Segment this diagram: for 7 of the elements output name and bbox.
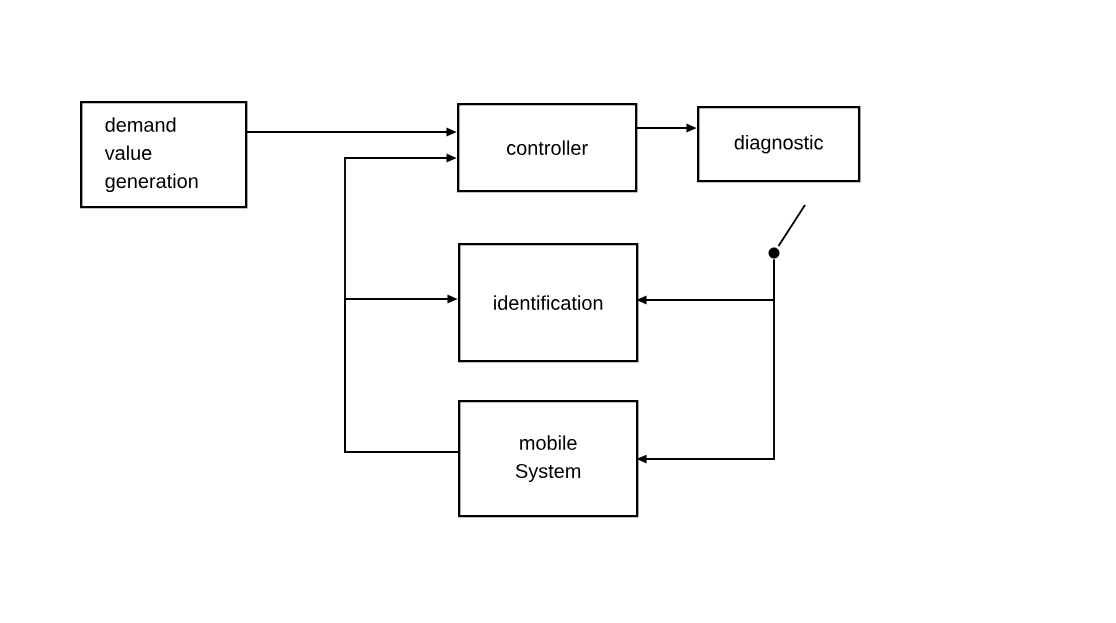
process-box: controller [457, 103, 638, 193]
process-box: demand value generation [80, 101, 248, 209]
arrow [344, 294, 459, 453]
process-box: identification [458, 243, 639, 363]
process-box: mobile System [458, 400, 639, 518]
switch-contact [768, 247, 780, 259]
process-box: diagnostic [697, 106, 861, 183]
